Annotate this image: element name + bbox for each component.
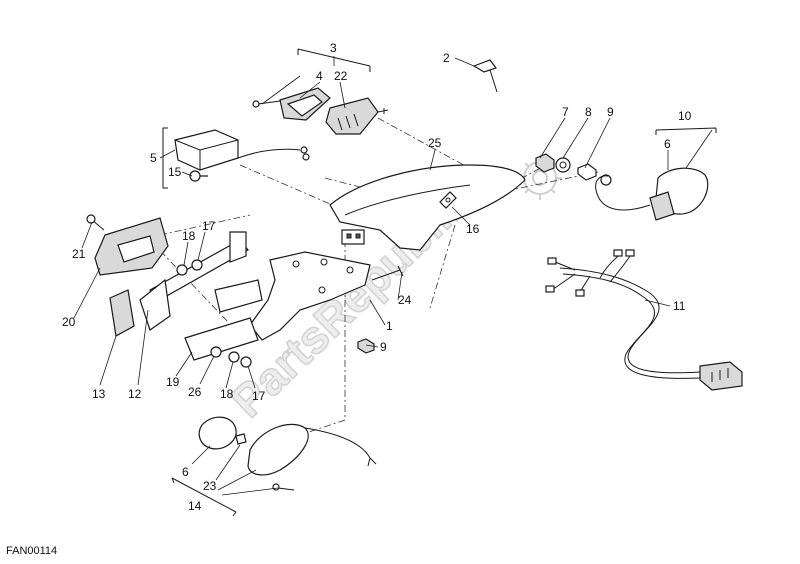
tail-fairing-part-25 [329,164,526,251]
reflector-part-13 [109,289,135,337]
callout-21: 21 [72,247,86,261]
callout-5: 5 [150,151,157,165]
fasteners-7-8-9 [535,153,612,186]
callout-6-left: 6 [182,465,189,479]
wiring-harness-part-11 [545,249,743,391]
callout-7: 7 [562,105,569,119]
callout-17-bottom: 17 [252,389,266,403]
reflector-plate-part-20 [86,214,203,276]
callout-19: 19 [166,375,180,389]
callout-18-top: 18 [182,229,196,243]
callout-labels: 3 2 4 22 5 15 7 8 9 10 6 25 16 11 24 1 9… [62,41,692,513]
callout-1: 1 [386,319,393,333]
callout-12: 12 [128,387,142,401]
screw-part-2 [472,59,498,93]
tail-light-assembly [252,87,389,135]
callout-9-top: 9 [607,105,614,119]
callout-20: 20 [62,315,76,329]
callout-13: 13 [92,387,106,401]
callout-26: 26 [188,385,202,399]
license-bracket-part-1 [249,251,404,341]
callout-18-bottom: 18 [220,387,234,401]
reflector-bracket-parts-12-19 [139,231,263,361]
callout-24: 24 [398,293,412,307]
callout-17-top: 17 [202,219,216,233]
washers-17-18-bottom [228,338,375,368]
callout-3: 3 [330,41,337,55]
turn-signal-left-part-14 [198,416,377,491]
license-light-assembly [174,129,310,182]
callout-25: 25 [428,136,442,150]
turn-signal-right-part-10 [595,167,709,221]
figure-code: FAN00114 [6,545,58,557]
callout-4: 4 [316,69,323,83]
callout-6-right: 6 [664,137,671,151]
leader-lines [73,56,713,496]
callout-11: 11 [673,299,686,313]
callout-15: 15 [168,165,182,179]
callout-2: 2 [443,51,450,65]
callout-10: 10 [678,109,692,123]
callout-23: 23 [203,479,217,493]
bracket-part-16 [439,191,457,209]
callout-8: 8 [585,105,592,119]
callout-16: 16 [466,222,480,236]
callout-14: 14 [188,499,202,513]
callout-9-bottom: 9 [380,340,387,354]
group-brackets [162,48,717,517]
callout-22: 22 [334,69,348,83]
